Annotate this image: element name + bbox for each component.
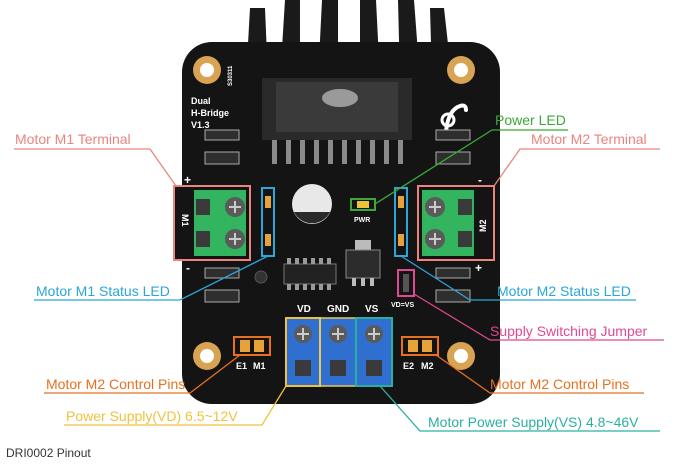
callout-motor-m2-status-led: Motor M2 Status LED [497,283,631,299]
small-hole [254,270,268,284]
board-product-line-3: V1.3 [191,120,210,130]
terminal-label-vd: VD [297,304,311,315]
m1-board-label: M1 [180,214,190,227]
board-product-line-1: Dual [191,96,211,106]
motor-m1-status-leds [261,187,275,257]
capacitor [292,184,332,224]
terminal-label-gnd: GND [327,304,349,315]
power-terminal-block [285,317,393,387]
callout-motor-m1-status-led: Motor M1 Status LED [36,283,170,299]
motor-m2-terminal [417,185,495,261]
leader-motor-m2-terminal [493,148,660,187]
supply-switching-jumper [397,269,415,297]
right-pin-label-m2: M2 [421,361,434,371]
power-led [350,198,376,211]
leader-lines [14,129,664,432]
callout-motor-power-supply-vs: Motor Power Supply(VS) 4.8~46V [428,414,639,430]
pwr-label: PWR [354,217,370,224]
voltage-regulator [345,240,381,286]
smd-components [204,129,471,303]
figure-caption: DRI0002 Pinout [6,446,91,460]
leader-motor-m2-status-led [400,255,636,301]
dfrobot-logo-icon [440,103,468,134]
left-control-pins [233,336,271,356]
right-pin-label-e2: E2 [403,361,414,371]
jumper-label: VD=VS [391,302,414,309]
motor-m2-status-leds [394,187,408,257]
mounting-holes [193,56,475,370]
leader-supply-jumper [413,293,664,341]
leader-control-pins-left [44,354,241,394]
driver-ic [262,78,412,164]
callout-motor-m2-control-pins-right: Motor M2 Control Pins [490,376,629,392]
board-product-line-2: H-Bridge [191,108,229,118]
m2-plus-mark: + [475,261,482,275]
left-pin-label-e1: E1 [236,361,247,371]
callout-motor-m1-terminal: Motor M1 Terminal [15,131,131,147]
leader-motor-m1-status-led [34,255,269,301]
leader-motor-power-vs [379,385,660,432]
callout-power-led: Power LED [495,112,566,128]
leader-motor-m1-terminal [14,148,177,187]
m1-plus-mark: + [184,173,191,187]
board-serial: S30311 [228,65,234,86]
callout-power-supply-vd: Power Supply(VD) 6.5~12V [66,408,238,424]
m1-minus-mark: - [186,261,190,275]
callout-supply-switching-jumper: Supply Switching Jumper [490,323,648,339]
terminal-label-vs: VS [365,304,379,315]
callout-motor-m2-terminal: Motor M2 Terminal [531,131,647,147]
leader-control-pins-right [435,354,644,394]
left-pin-label-m1: M1 [253,361,266,371]
m2-board-label: M2 [478,219,488,232]
motor-m1-terminal [173,185,251,261]
leader-power-led [374,129,568,205]
m2-minus-mark: - [478,173,482,187]
right-control-pins [401,336,439,356]
logic-ic [283,258,337,290]
pcb-board [182,42,500,404]
leader-power-supply-vd [64,385,287,426]
callout-motor-m2-control-pins-left: Motor M2 Control Pins [46,376,185,392]
